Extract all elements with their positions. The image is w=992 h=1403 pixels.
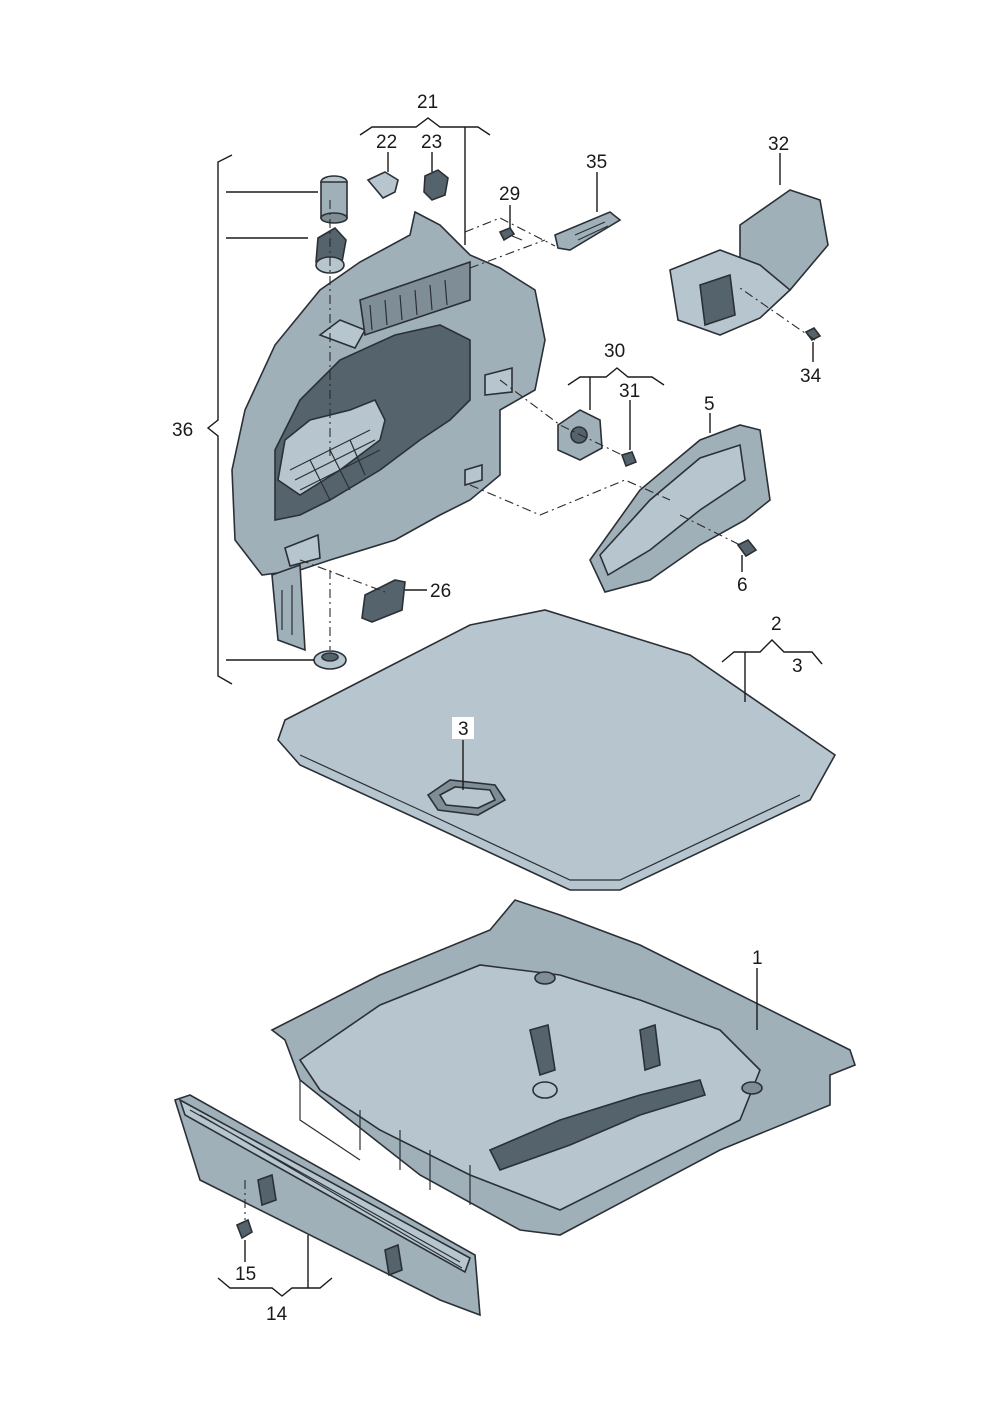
leader-lines: [405, 153, 814, 1030]
side-trim-panel: [231, 210, 546, 652]
callout-labels: 21 22 23 29 35 32 34 30 31 5 6 36 26 2 3…: [172, 92, 822, 1325]
callout-15: 15: [235, 1264, 256, 1285]
callout-22: 22: [376, 132, 397, 153]
callout-5: 5: [704, 394, 715, 415]
callout-14: 14: [266, 1304, 288, 1325]
clip-parts: [366, 169, 449, 201]
callout-31: 31: [619, 381, 640, 402]
callout-3-box: [452, 717, 474, 739]
bracket-14: [217, 1235, 333, 1297]
clip-30: [557, 409, 638, 468]
callout-32: 32: [768, 134, 789, 155]
bracket-2: [721, 639, 823, 702]
callout-36: 36: [172, 420, 193, 441]
bracket-36: [206, 154, 318, 685]
assembly-lines: [244, 200, 816, 1220]
callout-30: 30: [604, 341, 625, 362]
callout-26: 26: [430, 581, 451, 602]
callout-23: 23: [421, 132, 442, 153]
floor-cover-2: [277, 609, 837, 891]
callout-21: 21: [417, 92, 438, 113]
callout-34: 34: [800, 366, 822, 387]
bracket-21: [359, 117, 491, 245]
sill-trim-14: [174, 1094, 481, 1317]
bracket-30: [567, 367, 665, 450]
screw-and-lamp: [498, 211, 622, 251]
lower-trim-5: [589, 424, 771, 593]
callout-1: 1: [752, 948, 763, 969]
bracket-32: [669, 189, 829, 342]
callout-35: 35: [586, 152, 607, 173]
callout-6: 6: [737, 575, 748, 596]
callout-29: 29: [499, 184, 520, 205]
callout-2: 2: [771, 614, 782, 635]
callout-3-floor: 3: [458, 719, 469, 740]
callout-3-top: 3: [792, 656, 803, 677]
floor-pan-1: [270, 899, 856, 1236]
